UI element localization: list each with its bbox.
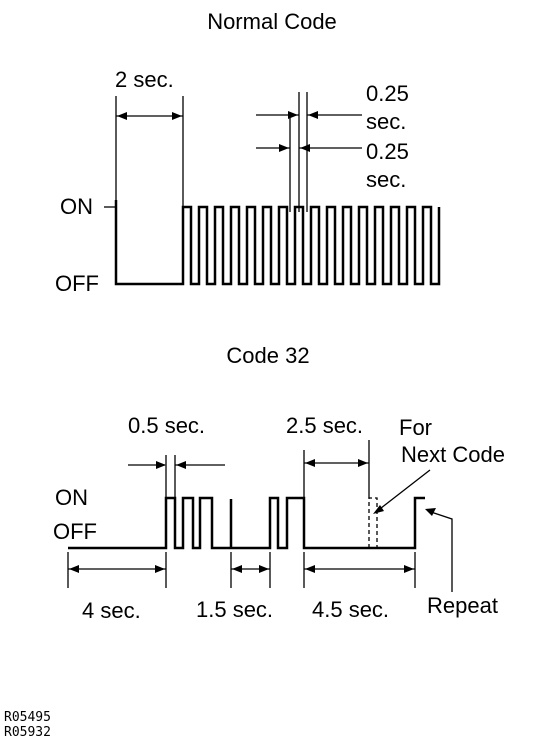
normal-2sec-arrow-right — [172, 112, 182, 120]
normal-025a-value: 0.25 — [366, 81, 409, 106]
code32-repeat-label: Repeat — [427, 593, 498, 618]
code32-next-label-2: Next Code — [401, 442, 505, 467]
code32-off-label: OFF — [53, 519, 97, 544]
code32-45sec-arrow-right — [404, 565, 414, 573]
code32-next-pulse-dashed — [368, 497, 378, 548]
code32-25sec-label: 2.5 sec. — [286, 413, 363, 438]
code32-waveform — [68, 496, 425, 550]
code32-repeat-pointer-head — [425, 508, 436, 516]
code32-next-pointer — [375, 469, 431, 513]
code32-next-pointer-head — [373, 505, 384, 514]
code32-25-arrow-left — [305, 459, 315, 467]
normal-025b-arrow-left — [279, 144, 289, 152]
code32-next-label-1: For — [399, 415, 432, 440]
code32-gap-mask — [229, 497, 233, 499]
code32-4sec-arrow-left — [69, 565, 79, 573]
normal-2sec-label: 2 sec. — [115, 67, 174, 92]
normal-025b-value: 0.25 — [366, 139, 409, 164]
code32-45sec-arrow-left — [305, 565, 315, 573]
code32-on-label: ON — [55, 485, 88, 510]
normal-code-title: Normal Code — [207, 9, 337, 34]
normal-025b-arrow-right — [300, 144, 310, 152]
code32-15sec-label: 1.5 sec. — [196, 597, 273, 622]
normal-025b-unit: sec. — [366, 167, 406, 192]
code32-25-arrow-right — [358, 459, 368, 467]
normal-2sec-arrow-left — [117, 112, 127, 120]
reference-code-2: R05932 — [4, 725, 51, 740]
code32-05sec-label: 0.5 sec. — [128, 413, 205, 438]
code32-4sec-arrow-right — [155, 565, 165, 573]
normal-on-label: ON — [60, 194, 93, 219]
code32-title: Code 32 — [226, 343, 309, 368]
normal-025a-arrow-left — [288, 111, 298, 119]
code32-05-arrow-left — [156, 461, 166, 469]
code32-4sec-label: 4 sec. — [82, 598, 141, 623]
normal-off-label: OFF — [55, 271, 99, 296]
code32-15sec-arrow-right — [259, 565, 269, 573]
normal-code-waveform — [114, 200, 441, 286]
code32-45sec-label: 4.5 sec. — [312, 597, 389, 622]
normal-025a-arrow-right — [308, 111, 318, 119]
normal-025a-unit: sec. — [366, 109, 406, 134]
code32-15sec-arrow-left — [232, 565, 242, 573]
reference-code-1: R05495 — [4, 710, 51, 725]
code32-05-arrow-right — [176, 461, 186, 469]
code32-repeat-pointer — [427, 510, 453, 592]
